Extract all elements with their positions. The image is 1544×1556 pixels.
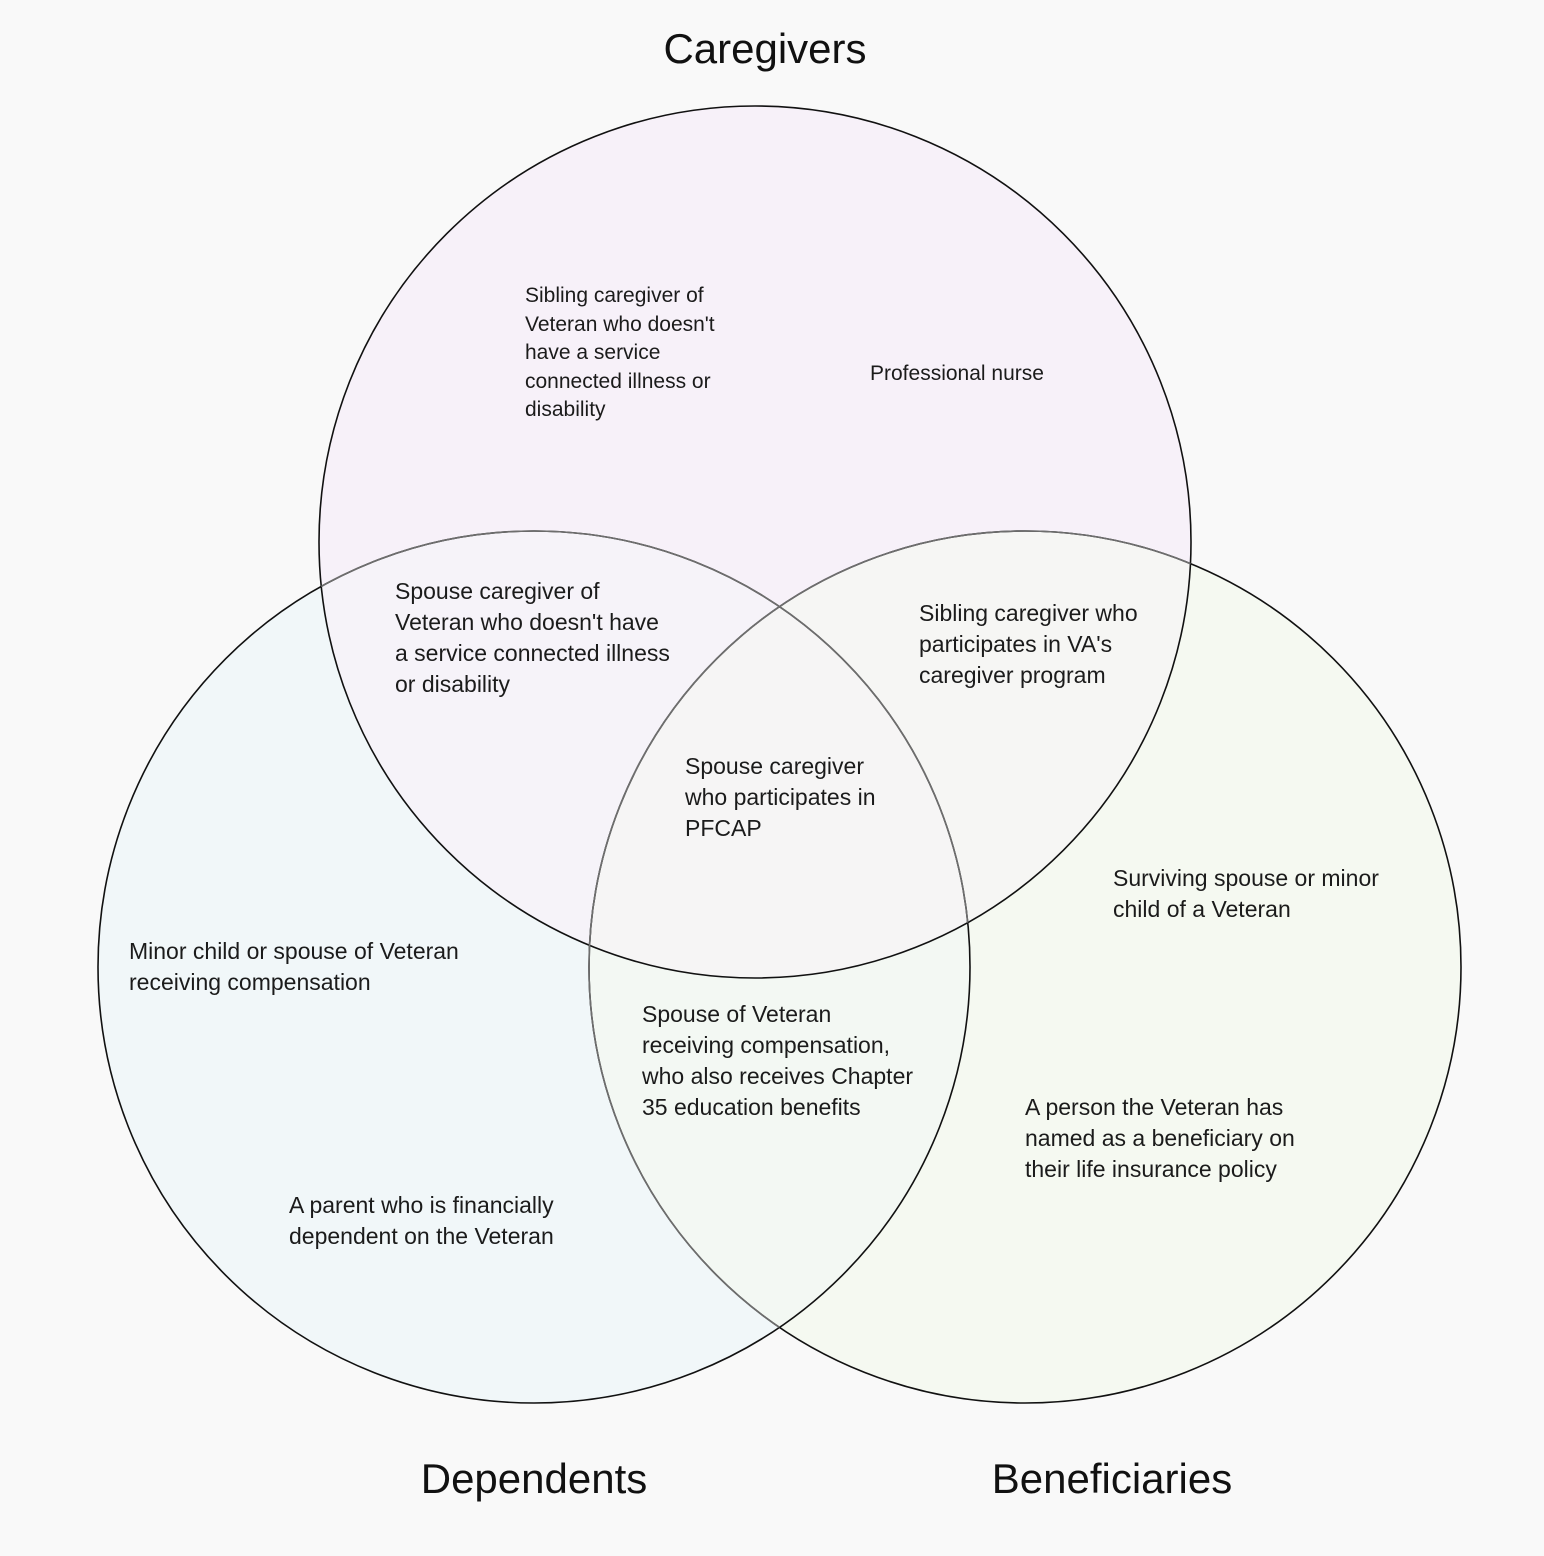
label-beneficiaries-only-surviving: Surviving spouse or minor child of a Vet… xyxy=(1113,865,1379,922)
label-dependents-beneficiaries: Spouse of Veteran receiving compensation… xyxy=(642,1001,914,1120)
label-beneficiaries-only-life-insurance: A person the Veteran has named as a bene… xyxy=(1025,1094,1295,1182)
beneficiaries-title: Beneficiaries xyxy=(991,1455,1233,1502)
label-caregivers-only-nurse: Professional nurse xyxy=(870,362,1044,385)
label-caregivers-dependents: Spouse caregiver of Veteran who doesn't … xyxy=(395,578,670,697)
caregivers-title: Caregivers xyxy=(663,25,867,72)
beneficiaries-inner-arc-dependents xyxy=(588,531,970,1403)
overlap-all-three xyxy=(589,531,970,978)
label-dependents-only-minor-child: Minor child or spouse of Veteran receivi… xyxy=(129,938,459,995)
label-dependents-only-parent: A parent who is financially dependent on… xyxy=(289,1192,554,1249)
dependents-title: Dependents xyxy=(420,1455,648,1502)
caregivers-outline xyxy=(318,105,1192,979)
label-all-three: Spouse caregiver who participates in PFC… xyxy=(685,753,876,841)
label-caregivers-beneficiaries: Sibling caregiver who participates in VA… xyxy=(919,600,1138,688)
label-caregivers-only-sibling: Sibling caregiver of Veteran who doesn't… xyxy=(525,284,715,421)
